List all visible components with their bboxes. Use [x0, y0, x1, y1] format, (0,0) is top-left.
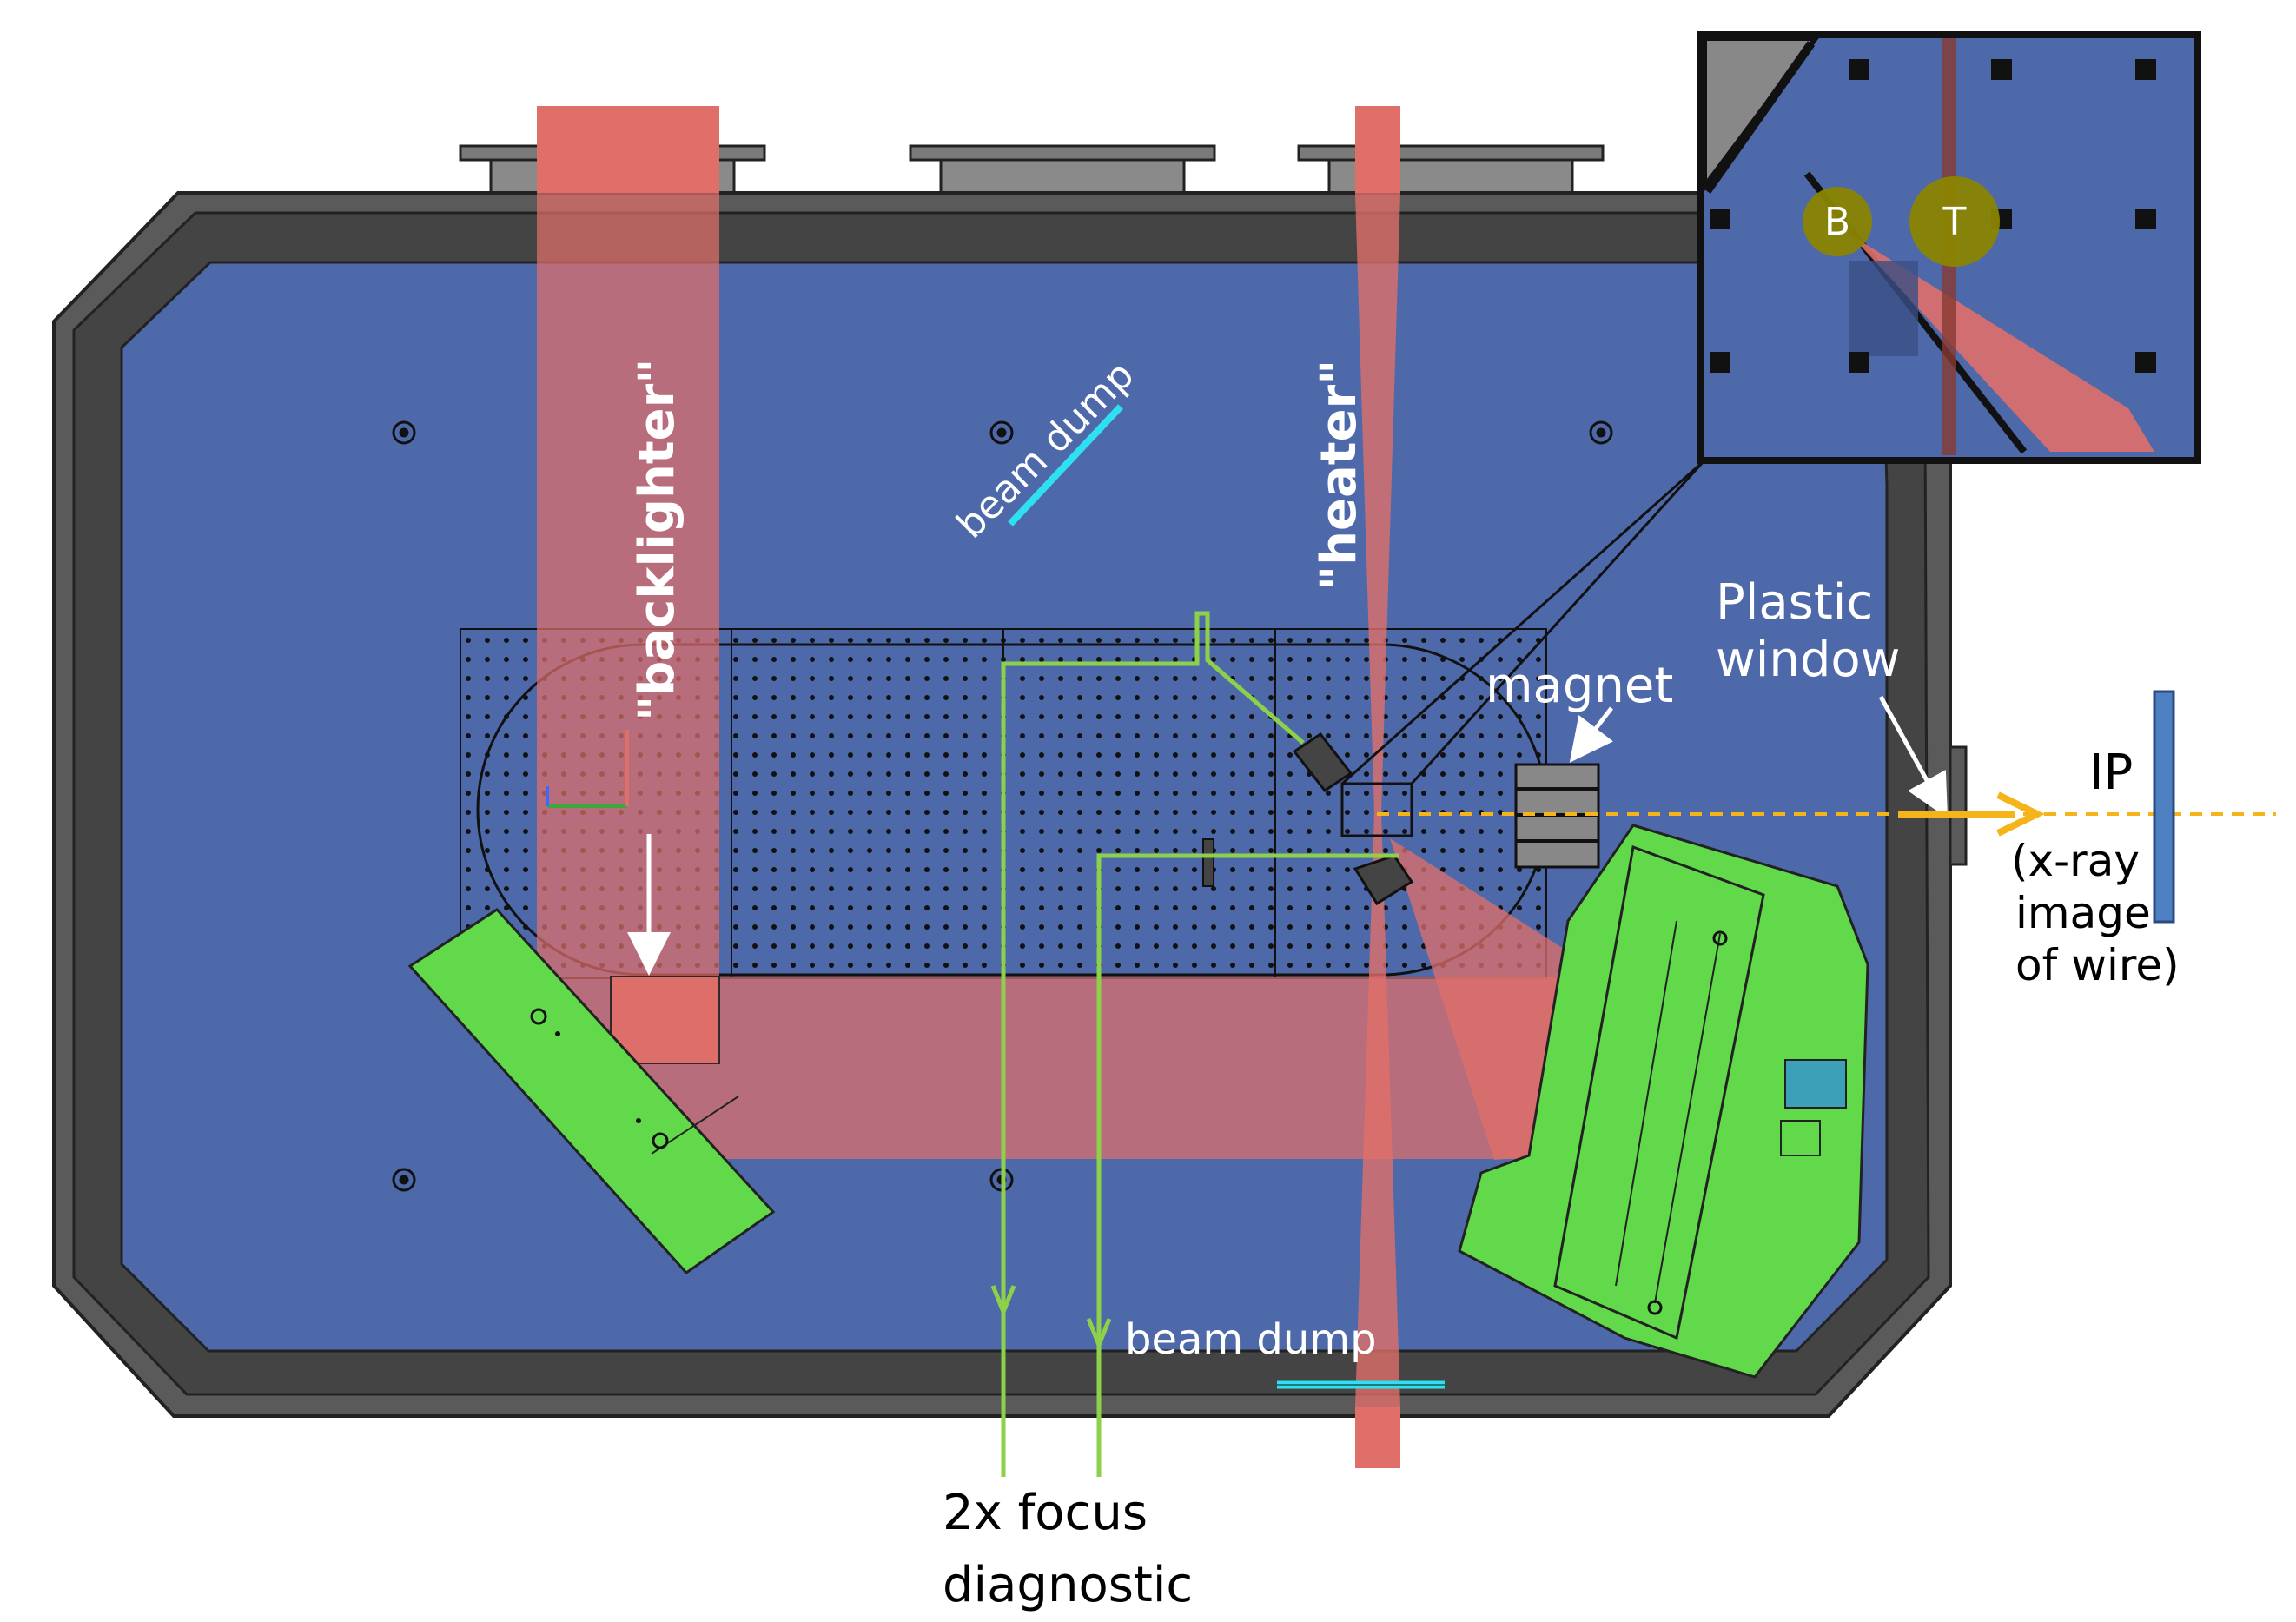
heater-label: "heater": [1311, 360, 1367, 591]
marker-t: [1909, 176, 2000, 267]
plastic-window-label-2: window: [1716, 632, 1900, 688]
backlighter-mount: [407, 908, 776, 1274]
focus-diagnostic-label-2: diagnostic: [943, 1557, 1193, 1613]
plastic-window-label-1: Plastic: [1716, 574, 1873, 631]
spectrometer: [1458, 824, 1869, 1379]
heater-beam: [1355, 106, 1400, 1468]
ip-label: IP: [2089, 745, 2133, 801]
ip-note-line3: of wire): [2015, 940, 2180, 990]
ip-note-line1: (x-ray: [2011, 836, 2140, 886]
backlighter-label: "backlighter": [629, 359, 685, 721]
xray-path: [1377, 791, 2276, 837]
beam-dumps: [1008, 404, 1445, 1389]
interaction-region: [1340, 782, 1413, 837]
focus-diagnostic-paths: [990, 611, 1399, 1477]
focus-diagnostic-label-1: 2x focus: [943, 1485, 1148, 1541]
zoom-inset: B T: [1341, 31, 2201, 785]
ip-note-line2: image: [2015, 888, 2151, 938]
beam-dump-bottom-label: beam dump: [1125, 1315, 1377, 1364]
marker-b-label: B: [1824, 200, 1850, 244]
focus-cameras: [1202, 732, 1414, 906]
marker-b: [1803, 187, 1872, 256]
white-arrows: [627, 695, 1949, 976]
plastic-window: [1949, 745, 1968, 866]
magnet-label: magnet: [1485, 658, 1673, 714]
image-plate: [2153, 690, 2175, 924]
marker-t-label: T: [1942, 200, 1967, 244]
axes-gizmo: [546, 730, 629, 808]
